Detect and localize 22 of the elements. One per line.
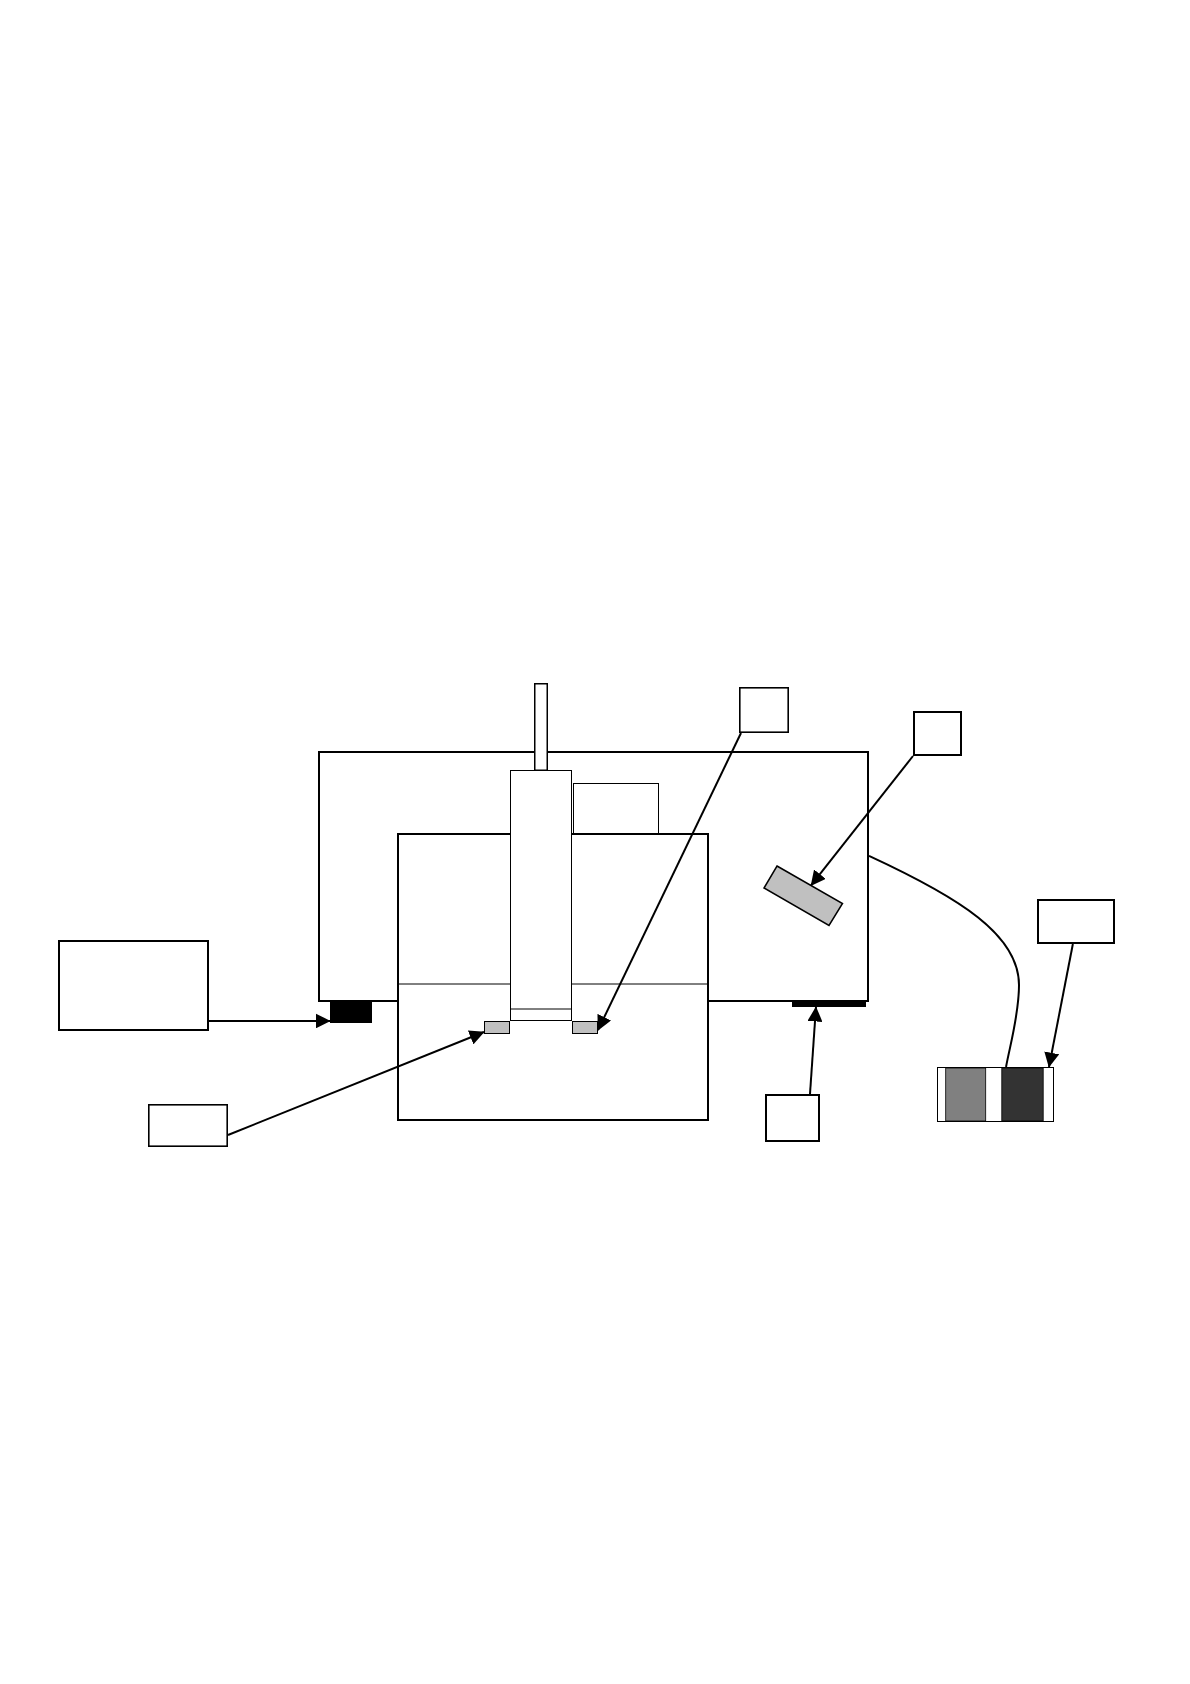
cable xyxy=(868,854,1020,1068)
leader-arrow xyxy=(1044,943,1074,1068)
leader-arrow xyxy=(810,755,914,887)
callout-box xyxy=(1037,899,1115,944)
foot-pad xyxy=(484,1021,510,1034)
tilted-plate xyxy=(763,865,844,927)
callout-box xyxy=(913,711,962,756)
vertical-column xyxy=(510,770,572,1021)
leader-arrow xyxy=(807,1006,823,1095)
callout-box xyxy=(148,1104,228,1147)
leader-arrow xyxy=(208,1013,331,1029)
banded-component xyxy=(937,1067,1054,1122)
rod xyxy=(534,683,548,771)
thin-strip xyxy=(792,1002,866,1007)
callout-box xyxy=(739,687,789,733)
callout-box xyxy=(58,940,209,1031)
leader-arrow xyxy=(227,1030,485,1136)
small-housing xyxy=(573,783,659,834)
callout-box xyxy=(765,1094,820,1142)
filled-block xyxy=(330,1000,372,1023)
leader-arrow xyxy=(597,732,742,1032)
foot-pad xyxy=(572,1021,598,1034)
